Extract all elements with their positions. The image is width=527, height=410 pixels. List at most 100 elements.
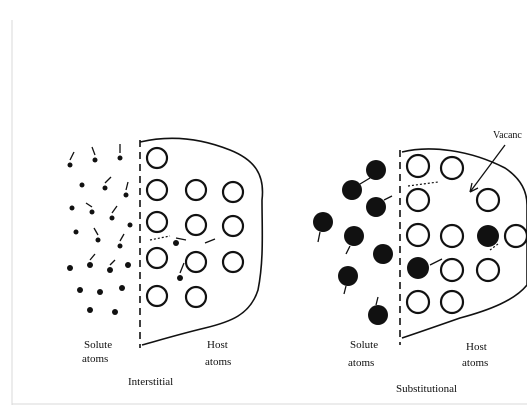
solute-atom xyxy=(96,238,101,243)
arrow xyxy=(92,147,95,155)
solute-label-line2: atoms xyxy=(348,357,374,369)
solute-atom xyxy=(68,163,73,168)
solute-atom xyxy=(87,307,93,313)
solute-atom xyxy=(125,262,131,268)
host-atom xyxy=(441,225,463,247)
host-atom xyxy=(186,180,206,200)
solute-atom xyxy=(124,193,129,198)
solute-atom xyxy=(118,244,123,249)
arrow xyxy=(112,206,117,213)
host-atom xyxy=(505,225,527,247)
host-atoms-right xyxy=(407,155,527,313)
arrow xyxy=(110,260,115,265)
arrow xyxy=(344,286,346,294)
arrow xyxy=(176,238,186,240)
host-atom xyxy=(441,259,463,281)
host-atom xyxy=(407,224,429,246)
host-atom xyxy=(186,287,206,307)
dotted-path xyxy=(150,236,170,240)
arrow xyxy=(346,246,350,254)
solute-atom xyxy=(119,285,125,291)
arrow xyxy=(180,263,184,273)
solute-atom xyxy=(87,262,93,268)
host-atom xyxy=(407,155,429,177)
solute-atom xyxy=(103,186,108,191)
solute-atom xyxy=(77,287,83,293)
host-atom xyxy=(223,182,243,202)
host-atom xyxy=(186,252,206,272)
host-atom xyxy=(477,189,499,211)
substituted-solute-atom xyxy=(477,225,499,247)
solute-atom xyxy=(107,267,113,273)
arrow xyxy=(86,203,92,207)
solute-atom xyxy=(366,197,386,217)
host-atom xyxy=(147,248,167,268)
solute-atoms-right xyxy=(313,160,393,325)
host-label-line2: atoms xyxy=(205,356,231,368)
motion-arrows-left xyxy=(70,144,215,273)
host-label-line1: Host xyxy=(466,341,487,353)
host-atom xyxy=(223,252,243,272)
solute-label-line2: atoms xyxy=(82,353,108,365)
solute-atom xyxy=(110,216,115,221)
host-atom xyxy=(147,212,167,232)
arrow xyxy=(376,297,378,305)
vacancy-label: Vacanc xyxy=(493,130,522,141)
host-atom xyxy=(407,291,429,313)
solute-atom xyxy=(80,183,85,188)
host-atom xyxy=(441,157,463,179)
solute-label-line1: Solute xyxy=(350,339,378,351)
solute-atom xyxy=(97,289,103,295)
solute-atom xyxy=(90,210,95,215)
solute-atom xyxy=(93,158,98,163)
solute-atom xyxy=(338,266,358,286)
arrow xyxy=(94,228,98,235)
host-atom xyxy=(441,291,463,313)
solute-atom xyxy=(128,223,133,228)
host-atom xyxy=(223,216,243,236)
host-atom xyxy=(477,259,499,281)
arrow xyxy=(430,259,442,265)
solute-atom xyxy=(313,212,333,232)
interstitial-caption: Interstitial xyxy=(128,376,173,388)
substitutional-panel: Vacanc Solute atoms Host atoms Substitut… xyxy=(313,130,527,395)
arrow xyxy=(318,232,320,242)
host-atom xyxy=(147,148,167,168)
solute-atom xyxy=(177,275,183,281)
arrow xyxy=(205,239,215,243)
arrow xyxy=(384,196,392,200)
vacancy-pointer xyxy=(470,145,505,192)
substitutional-caption: Substitutional xyxy=(396,383,457,395)
arrow xyxy=(126,182,128,190)
arrow xyxy=(70,152,74,160)
host-atoms-left xyxy=(147,148,243,307)
solute-atom xyxy=(173,240,179,246)
dotted-path xyxy=(408,182,438,186)
solute-atom xyxy=(74,230,79,235)
solute-atom xyxy=(344,226,364,246)
arrow xyxy=(90,254,95,260)
solute-atom xyxy=(112,309,118,315)
interstitial-panel: Solute atoms Host atoms Interstitial xyxy=(67,138,263,388)
solute-atom xyxy=(373,244,393,264)
arrow xyxy=(105,177,111,183)
host-label-line1: Host xyxy=(207,339,228,351)
host-atom xyxy=(147,286,167,306)
host-label-line2: atoms xyxy=(462,357,488,369)
solute-atom xyxy=(366,160,386,180)
solute-label-line1: Solute xyxy=(84,339,112,351)
host-atom xyxy=(186,215,206,235)
substituted-solute-atom xyxy=(407,257,429,279)
host-atom xyxy=(147,180,167,200)
solute-atom xyxy=(118,156,123,161)
arrow xyxy=(120,234,124,241)
host-boundary-left xyxy=(140,138,263,345)
solute-atom xyxy=(70,206,75,211)
host-atom xyxy=(407,189,429,211)
solute-atom xyxy=(67,265,73,271)
solute-atom xyxy=(342,180,362,200)
arrow xyxy=(360,178,370,184)
solute-atom xyxy=(368,305,388,325)
